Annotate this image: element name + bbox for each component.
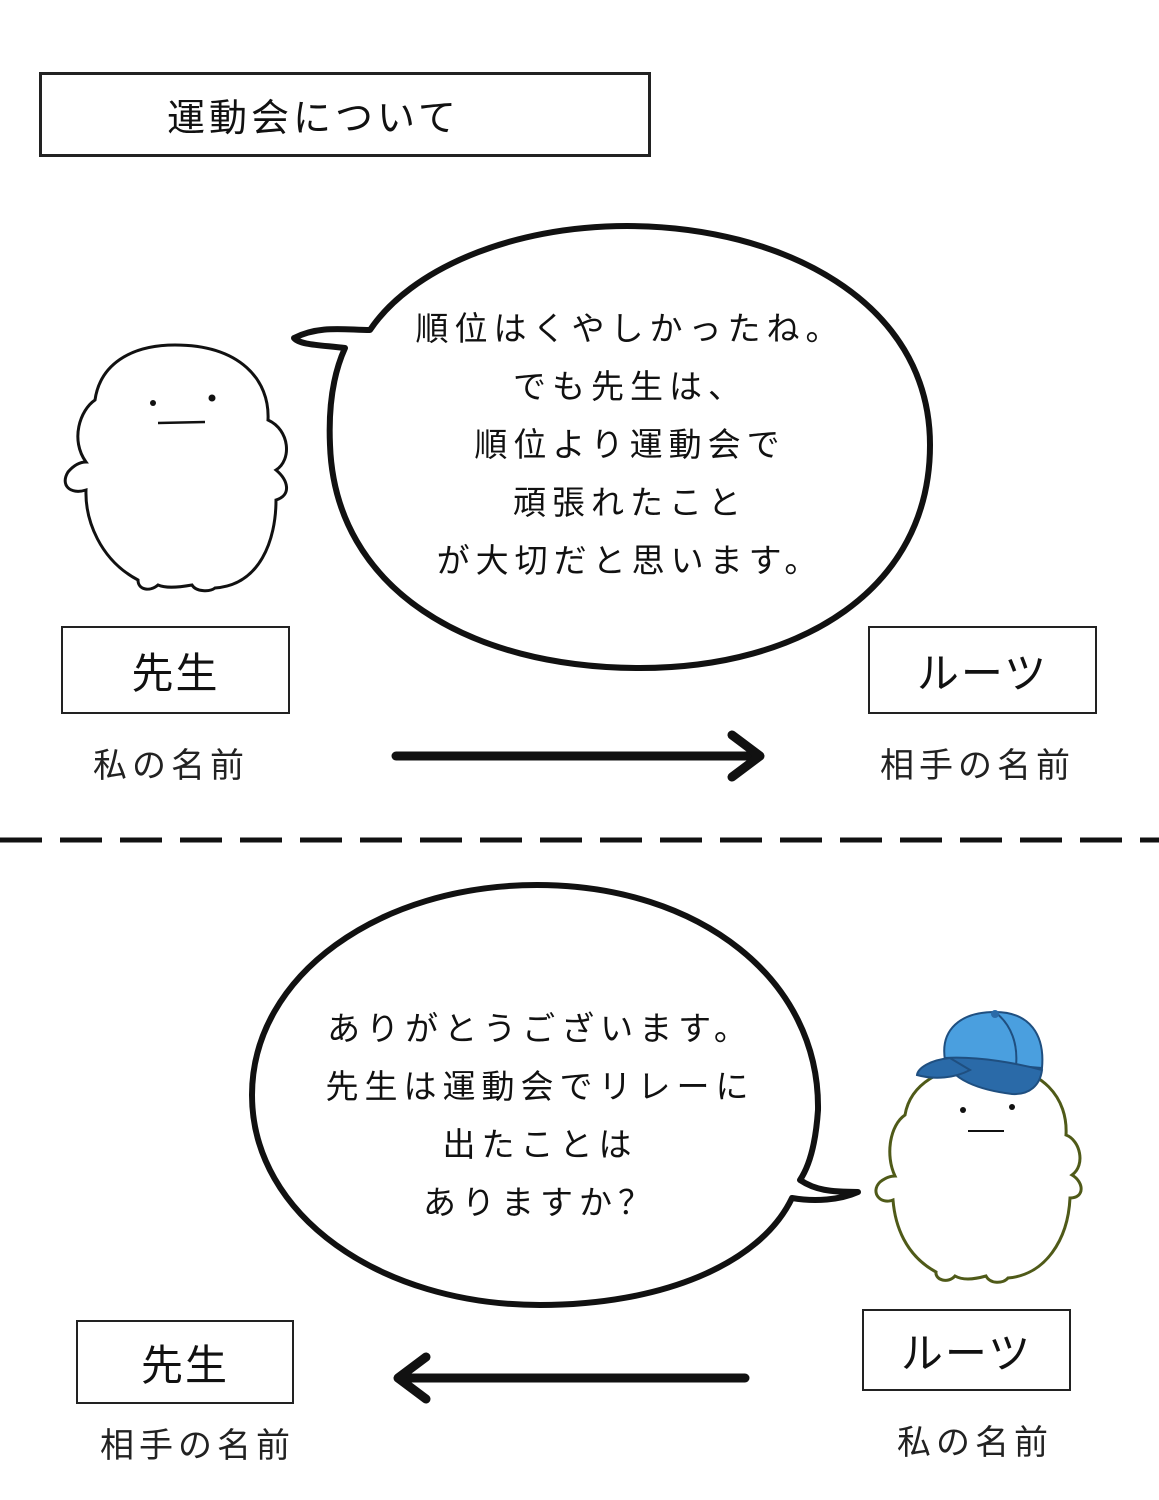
speech-bubble-top <box>291 223 933 671</box>
speech-bubble-bottom <box>249 882 861 1308</box>
speech-line: でも先生は、 <box>513 367 747 406</box>
name-label: ルーツ <box>916 648 1049 698</box>
name-label: 先生 <box>140 1340 229 1390</box>
name-label: ルーツ <box>900 1328 1033 1378</box>
title-box: 運動会について <box>39 72 651 157</box>
speech-line: ありますか？ <box>423 1183 657 1222</box>
roots-character <box>874 1010 1083 1284</box>
speech-line: 順位はくやしかったね。 <box>415 309 845 348</box>
teacher-character <box>63 343 288 593</box>
caption-top-left: 私の名前 <box>93 746 249 786</box>
caption-bottom-right: 私の名前 <box>897 1423 1053 1463</box>
name-box-teacher-top: 先生 <box>61 626 290 714</box>
name-label: 先生 <box>131 648 220 698</box>
arrow-left <box>393 1352 750 1404</box>
caption-top-right: 相手の名前 <box>880 746 1075 786</box>
speech-text-bottom: ありがとうございます。 先生は運動会でリレーに 出たことは ありますか？ <box>290 1000 790 1232</box>
speech-text-top: 順位はくやしかったね。 でも先生は、 順位より運動会で 頑張れたこと が大切だと… <box>370 300 890 590</box>
speech-line: 頑張れたこと <box>513 483 747 522</box>
caption-bottom-left: 相手の名前 <box>100 1426 295 1466</box>
page-title: 運動会について <box>167 96 460 140</box>
arrow-right <box>391 730 765 782</box>
speech-line: 出たことは <box>442 1125 638 1164</box>
speech-line: 先生は運動会でリレーに <box>325 1067 755 1106</box>
name-box-teacher-bottom: 先生 <box>76 1320 294 1404</box>
speech-line: が大切だと思います。 <box>436 541 824 580</box>
name-box-roots-bottom: ルーツ <box>862 1309 1071 1391</box>
speech-line: 順位より運動会で <box>474 425 786 464</box>
speech-line: ありがとうございます。 <box>327 1009 753 1048</box>
name-box-roots-top: ルーツ <box>868 626 1097 714</box>
